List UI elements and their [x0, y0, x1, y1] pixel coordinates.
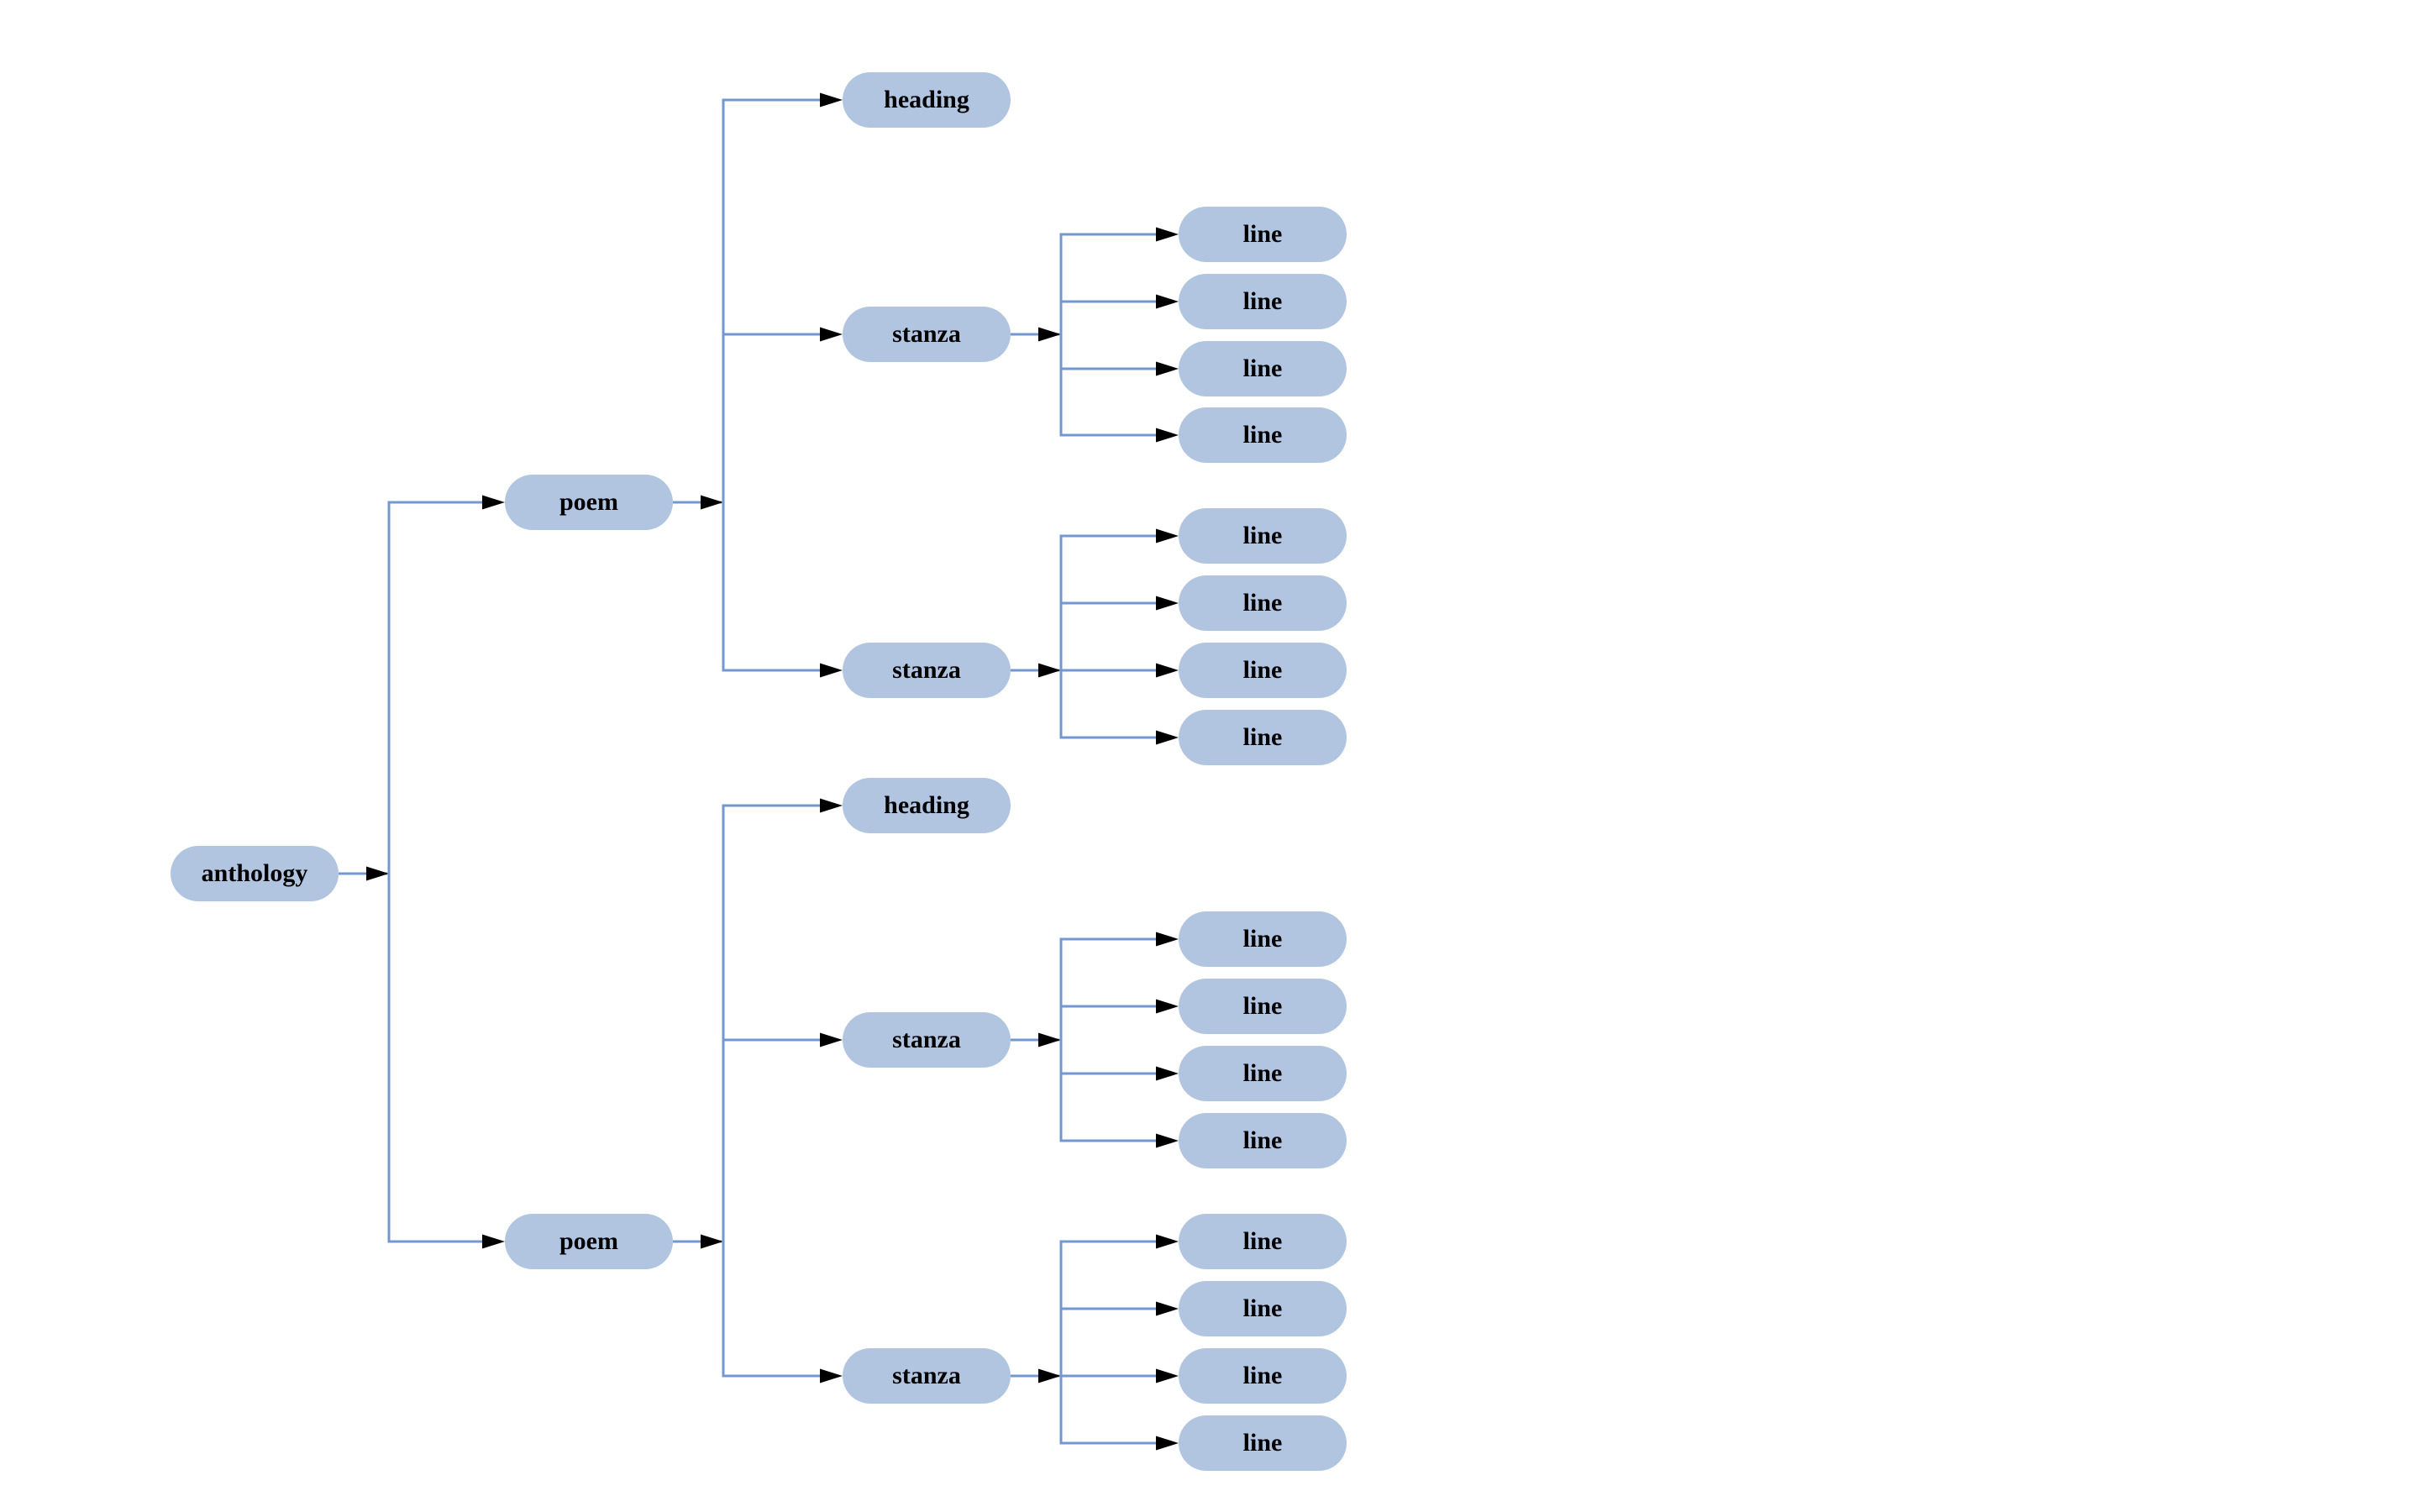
node-line: line — [1179, 207, 1347, 262]
node-stanza: stanza — [843, 1348, 1011, 1404]
node-label: heading — [884, 86, 969, 113]
arrowhead-icon — [1156, 528, 1179, 543]
node-heading: heading — [843, 72, 1011, 128]
node-label: anthology — [201, 859, 308, 887]
node-label: poem — [559, 1227, 618, 1255]
node-label: line — [1242, 421, 1283, 449]
node-line: line — [1179, 710, 1347, 765]
arrowhead-icon — [820, 1368, 843, 1383]
node-label: line — [1242, 1294, 1283, 1322]
arrowhead-icon — [366, 866, 389, 881]
node-line: line — [1179, 341, 1347, 396]
arrowhead-icon — [1156, 596, 1179, 611]
node-line: line — [1179, 1214, 1347, 1269]
node-label: line — [1242, 1429, 1283, 1457]
node-anthology: anthology — [171, 846, 339, 901]
arrowhead-icon — [1156, 1436, 1179, 1451]
node-line: line — [1179, 979, 1347, 1034]
node-line: line — [1179, 575, 1347, 631]
arrowhead-icon — [820, 663, 843, 678]
arrowhead-icon — [1156, 361, 1179, 376]
node-label: line — [1242, 925, 1283, 953]
node-line: line — [1179, 1415, 1347, 1471]
arrowhead-icon — [482, 495, 505, 510]
arrowhead-icon — [1156, 1133, 1179, 1148]
arrowhead-icon — [820, 327, 843, 342]
node-label: stanza — [892, 320, 961, 348]
arrowhead-icon — [1156, 1368, 1179, 1383]
arrowhead-icon — [701, 1234, 723, 1249]
arrowhead-icon — [820, 92, 843, 108]
node-line: line — [1179, 274, 1347, 329]
node-line: line — [1179, 1348, 1347, 1404]
arrowhead-icon — [1038, 327, 1061, 342]
node-label: line — [1242, 522, 1283, 549]
arrowhead-icon — [820, 798, 843, 813]
node-label: line — [1242, 656, 1283, 684]
arrowhead-icon — [1038, 1032, 1061, 1047]
arrowhead-icon — [1156, 1234, 1179, 1249]
node-label: line — [1242, 220, 1283, 248]
node-label: line — [1242, 354, 1283, 382]
node-poem: poem — [505, 1214, 673, 1269]
node-label: line — [1242, 992, 1283, 1020]
node-poem: poem — [505, 475, 673, 530]
arrowhead-icon — [1156, 294, 1179, 309]
node-label: line — [1242, 287, 1283, 315]
node-heading: heading — [843, 778, 1011, 833]
node-line: line — [1179, 407, 1347, 463]
node-label: line — [1242, 1362, 1283, 1389]
node-line: line — [1179, 1046, 1347, 1101]
arrowhead-icon — [1038, 1368, 1061, 1383]
arrowhead-icon — [1156, 730, 1179, 745]
arrowhead-icon — [482, 1234, 505, 1249]
node-line: line — [1179, 911, 1347, 967]
node-line: line — [1179, 643, 1347, 698]
node-stanza: stanza — [843, 307, 1011, 362]
arrowhead-icon — [701, 495, 723, 510]
node-line: line — [1179, 508, 1347, 564]
arrowhead-icon — [820, 1032, 843, 1047]
node-label: heading — [884, 791, 969, 819]
node-stanza: stanza — [843, 1012, 1011, 1068]
arrowhead-icon — [1156, 227, 1179, 242]
node-line: line — [1179, 1113, 1347, 1168]
arrowhead-icon — [1156, 999, 1179, 1014]
node-label: stanza — [892, 1362, 961, 1389]
arrowhead-icon — [1156, 932, 1179, 947]
node-label: line — [1242, 1059, 1283, 1087]
arrowhead-icon — [1156, 663, 1179, 678]
arrowhead-icon — [1156, 1301, 1179, 1316]
node-label: line — [1242, 1227, 1283, 1255]
node-label: poem — [559, 488, 618, 516]
node-label: line — [1242, 1126, 1283, 1154]
node-line: line — [1179, 1281, 1347, 1336]
node-label: stanza — [892, 656, 961, 684]
node-stanza: stanza — [843, 643, 1011, 698]
node-label: line — [1242, 723, 1283, 751]
arrowhead-icon — [1156, 1066, 1179, 1081]
arrowhead-icon — [1038, 663, 1061, 678]
node-label: stanza — [892, 1026, 961, 1053]
arrowhead-icon — [1156, 428, 1179, 443]
node-label: line — [1242, 589, 1283, 617]
